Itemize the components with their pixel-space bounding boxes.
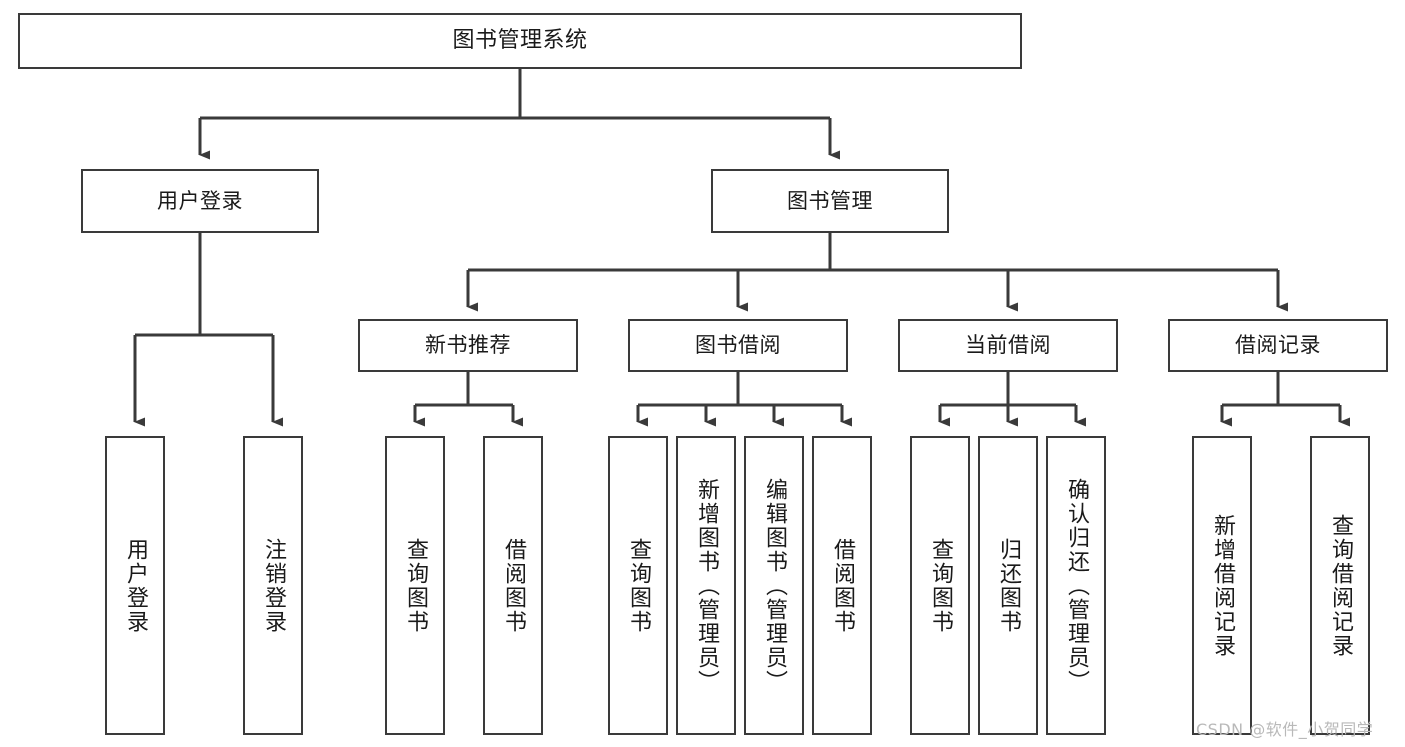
node-label: 注销登录 xyxy=(261,537,286,634)
node-label: 查询图书 xyxy=(403,537,428,634)
node-label: 查询图书 xyxy=(626,537,651,634)
node-user-login[interactable]: 用户登录 xyxy=(81,169,319,233)
leaf-new-book-recommend-0[interactable]: 查询图书 xyxy=(385,436,445,735)
leaf-new-book-recommend-1[interactable]: 借阅图书 xyxy=(483,436,543,735)
node-book-borrow[interactable]: 图书借阅 xyxy=(628,319,848,372)
node-label: 新增图书（管理员） xyxy=(694,477,719,694)
node-label: 归还图书 xyxy=(996,537,1021,634)
node-new-book-recommend[interactable]: 新书推荐 xyxy=(358,319,578,372)
leaf-current-borrow-0[interactable]: 查询图书 xyxy=(910,436,970,735)
node-label: 确认归还（管理员） xyxy=(1064,477,1089,694)
node-current-borrow[interactable]: 当前借阅 xyxy=(898,319,1118,372)
node-label: 用户登录 xyxy=(123,537,148,634)
node-label: 借阅图书 xyxy=(830,537,855,634)
node-label: 用户登录 xyxy=(157,188,243,213)
node-root-system[interactable]: 图书管理系统 xyxy=(18,13,1022,69)
node-label: 新书推荐 xyxy=(425,333,511,358)
leaf-borrow-record-1[interactable]: 查询借阅记录 xyxy=(1310,436,1370,735)
node-label: 当前借阅 xyxy=(965,333,1051,358)
node-label: 查询借阅记录 xyxy=(1328,513,1353,658)
leaf-book-borrow-2[interactable]: 编辑图书（管理员） xyxy=(744,436,804,735)
node-label: 图书管理系统 xyxy=(452,28,588,54)
node-label: 借阅记录 xyxy=(1235,333,1321,358)
leaf-user-login-1[interactable]: 注销登录 xyxy=(243,436,303,735)
node-borrow-record[interactable]: 借阅记录 xyxy=(1168,319,1388,372)
node-label: 借阅图书 xyxy=(501,537,526,634)
leaf-current-borrow-1[interactable]: 归还图书 xyxy=(978,436,1038,735)
node-label: 新增借阅记录 xyxy=(1210,513,1235,658)
node-label: 图书借阅 xyxy=(695,333,781,358)
node-label: 查询图书 xyxy=(928,537,953,634)
leaf-book-borrow-0[interactable]: 查询图书 xyxy=(608,436,668,735)
node-label: 编辑图书（管理员） xyxy=(762,477,787,694)
leaf-current-borrow-2[interactable]: 确认归还（管理员） xyxy=(1046,436,1106,735)
leaf-book-borrow-3[interactable]: 借阅图书 xyxy=(812,436,872,735)
leaf-user-login-0[interactable]: 用户登录 xyxy=(105,436,165,735)
leaf-borrow-record-0[interactable]: 新增借阅记录 xyxy=(1192,436,1252,735)
node-label: 图书管理 xyxy=(787,188,873,213)
leaf-book-borrow-1[interactable]: 新增图书（管理员） xyxy=(676,436,736,735)
node-book-management[interactable]: 图书管理 xyxy=(711,169,949,233)
